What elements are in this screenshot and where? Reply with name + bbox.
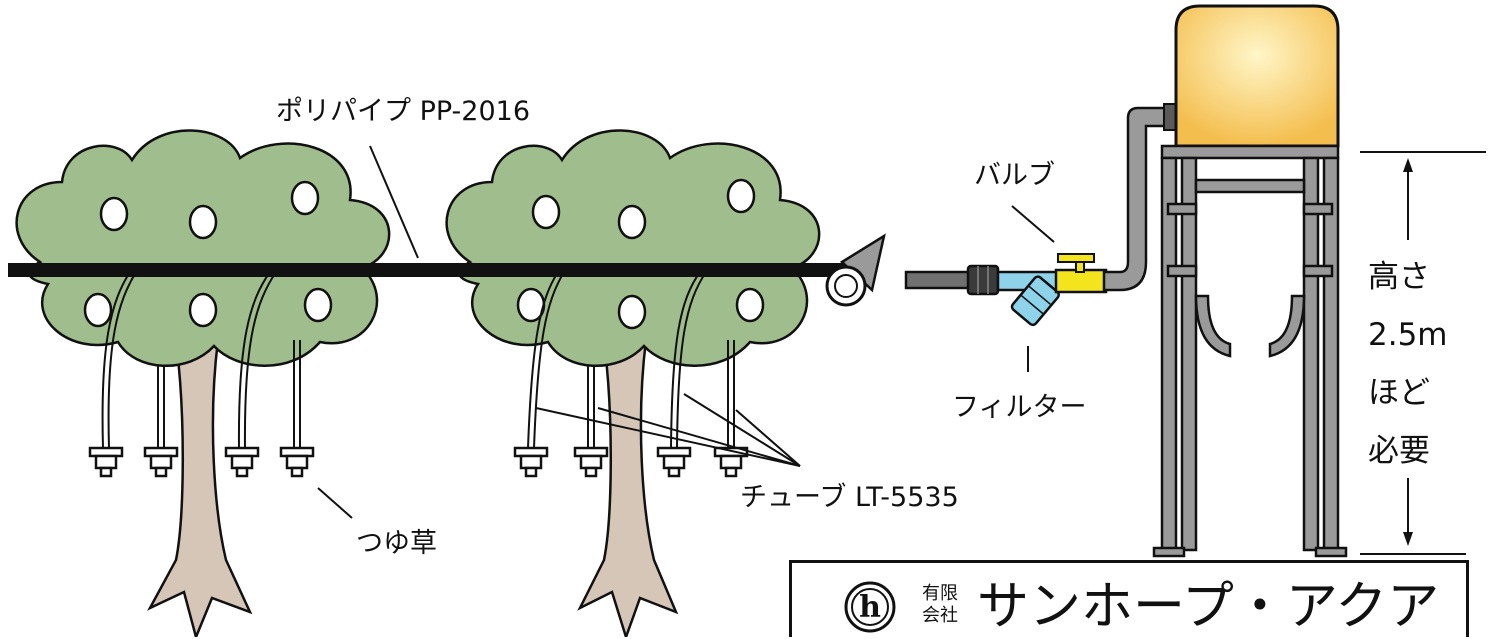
- stand-foot: [1314, 546, 1348, 558]
- height-note-line-1: 高さ: [1368, 259, 1430, 295]
- fruit: [531, 194, 561, 230]
- label-filter: フィルター: [952, 392, 1087, 423]
- tree-1-fruits: [83, 180, 333, 328]
- stand-top: [1160, 144, 1340, 160]
- dew-grass-emitter: [573, 446, 609, 478]
- stand-crossbar: [1302, 264, 1334, 278]
- fruit: [617, 294, 647, 330]
- height-dimension: [1360, 151, 1486, 555]
- drip-tube: [670, 271, 701, 449]
- dew-grass-leader: [317, 487, 353, 519]
- stand-leg: [1160, 156, 1178, 552]
- company-banner: h 有限 会社 サンホープ・アクア: [789, 560, 1469, 637]
- dew-grass-emitter: [143, 446, 179, 478]
- stand-brace: [1194, 294, 1232, 358]
- label-dew-grass: つゆ草: [356, 528, 437, 559]
- tube-leader: [535, 407, 801, 467]
- tree-2-fruits: [516, 178, 765, 330]
- supply-pipe: [904, 270, 974, 290]
- pipe-leader: [369, 145, 419, 259]
- riser-pipe: [1102, 106, 1168, 292]
- company-name: サンホープ・アクア: [977, 577, 1440, 637]
- drip-tubes: [101, 271, 735, 449]
- company-kind-line-1: 有限: [922, 583, 958, 604]
- fruit: [83, 292, 113, 328]
- fruit: [188, 204, 218, 240]
- valve-body: [1054, 268, 1108, 294]
- tube-leader: [597, 407, 801, 467]
- company-logo-icon: h: [844, 581, 896, 633]
- tank-body: [1174, 4, 1340, 148]
- stand-brace: [1268, 294, 1306, 358]
- tree-2: [445, 129, 821, 637]
- fruit: [617, 204, 647, 240]
- main-pipe: [8, 233, 886, 307]
- drip-tube: [101, 271, 131, 449]
- tree-1-foliage: [15, 129, 391, 367]
- label-tube: チューブ LT-5535: [740, 482, 959, 513]
- pipe-fitting: [966, 264, 1000, 296]
- stand-leg: [1322, 156, 1340, 552]
- fruit: [726, 178, 756, 214]
- height-note: 高さ 2.5m ほど 必要: [1368, 248, 1448, 480]
- fruit: [290, 180, 320, 216]
- drip-tube: [676, 271, 707, 449]
- tree-2-foliage: [445, 129, 821, 367]
- stand-crossbar: [1194, 178, 1306, 194]
- height-note-line-2: 2.5m: [1368, 317, 1448, 353]
- drip-tube: [107, 271, 137, 449]
- stand-leg: [1302, 156, 1320, 552]
- dew-grass-emitter: [224, 446, 260, 478]
- drip-tube: [533, 271, 565, 449]
- water-tank: [1174, 4, 1340, 148]
- pipe-open-end-inner: [834, 274, 858, 298]
- dew-grass-emitters: [88, 446, 749, 478]
- stand-crossbar: [1302, 202, 1334, 216]
- fruit: [99, 196, 129, 232]
- leader-lines: [317, 145, 1055, 519]
- logo-letter: h: [859, 590, 881, 625]
- tree-1: [15, 129, 391, 637]
- dew-grass-emitter: [88, 446, 124, 478]
- fruit: [188, 292, 218, 328]
- label-main-pipe: ポリパイプ PP-2016: [276, 96, 531, 127]
- tank-stand: [1152, 144, 1348, 558]
- dew-grass-emitter: [513, 446, 549, 478]
- dew-grass-emitter: [279, 446, 315, 478]
- stand-crossbar: [1166, 202, 1198, 216]
- dew-grass-emitter: [713, 446, 749, 478]
- label-valve: バルブ: [974, 160, 1055, 191]
- tube-leader: [735, 409, 801, 467]
- fruit: [735, 287, 765, 323]
- drip-tube: [243, 271, 277, 449]
- poly-pipe: [8, 263, 848, 277]
- height-note-line-3: ほど: [1368, 375, 1430, 411]
- supply-assembly: [904, 103, 1179, 327]
- stand-leg: [1180, 156, 1198, 552]
- drip-tube: [237, 271, 271, 449]
- height-note-line-4: 必要: [1368, 433, 1430, 469]
- valve-leader: [1011, 205, 1055, 243]
- drip-tube: [527, 271, 559, 449]
- filter-housing: [1010, 275, 1060, 327]
- tree-2-trunk: [577, 338, 679, 637]
- company-kind: 有限 会社: [922, 583, 958, 627]
- tube-leader: [683, 393, 801, 467]
- dew-grass-emitter: [656, 446, 692, 478]
- valve-handle: [1057, 253, 1095, 263]
- fruit: [303, 287, 333, 323]
- stand-foot: [1152, 546, 1186, 558]
- company-kind-line-2: 会社: [922, 605, 958, 626]
- stand-crossbar: [1166, 264, 1198, 278]
- tree-1-trunk: [147, 338, 253, 637]
